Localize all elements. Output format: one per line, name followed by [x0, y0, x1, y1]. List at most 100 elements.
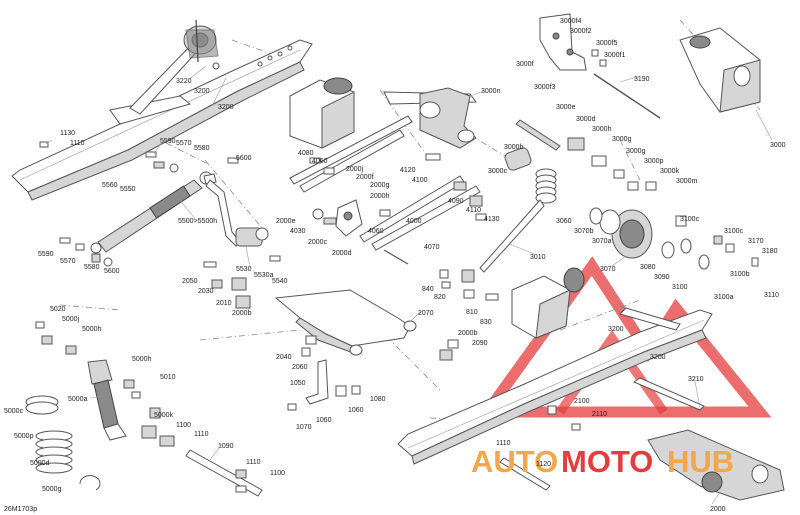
callout-label: 3000c — [488, 168, 508, 175]
callout-label: 3000e — [556, 104, 576, 111]
callout-label: 5600 — [104, 268, 120, 275]
leader-lines — [45, 65, 773, 505]
link-rod-5530 — [205, 179, 269, 247]
center-rods — [289, 115, 487, 265]
callout-label: 1050 — [290, 380, 306, 387]
callout-label: 840 — [422, 286, 434, 293]
callout-label: 2090 — [472, 340, 488, 347]
callout-label: 3000b — [504, 144, 524, 151]
callout-label: 5000k — [154, 412, 174, 419]
callout-label: 4060 — [312, 158, 328, 165]
callout-label: 5000a — [68, 396, 88, 403]
callout-label: 4030 — [290, 228, 306, 235]
shock-absorber-5500 — [90, 171, 217, 254]
callout-label: 2000f — [356, 174, 374, 181]
callout-label: 1100 — [270, 470, 285, 477]
callout-label: 1060 — [316, 417, 332, 424]
callout-label: 3200 — [650, 354, 666, 361]
callout-label: 4110 — [466, 207, 481, 214]
callout-label: 2100 — [574, 398, 590, 405]
gear-housing-lower — [511, 267, 585, 339]
callout-label: 5000p — [14, 433, 34, 440]
diagram-reference-code: 26M1703p — [4, 506, 37, 513]
torsion-springs — [479, 147, 557, 273]
callout-label: 1110 — [194, 431, 209, 438]
callout-label: 1100 — [176, 422, 191, 429]
callout-label: 5550 — [120, 186, 136, 193]
callout-label: 3000 — [770, 142, 786, 149]
callout-label: 3000g — [612, 136, 632, 143]
callout-label: 2000e — [276, 218, 296, 225]
callout-label: 3110 — [764, 292, 779, 299]
callout-label: 5560 — [102, 182, 118, 189]
callout-label: 5570 — [176, 140, 192, 147]
callout-label: 5000c — [4, 408, 24, 415]
callout-label: 4130 — [484, 216, 500, 223]
callout-label: 1090 — [218, 443, 234, 450]
callout-label: 5540 — [272, 278, 288, 285]
callout-label: 4000 — [406, 218, 422, 225]
callout-label: 5600 — [236, 155, 252, 162]
front-arm-assembly — [129, 19, 220, 115]
callout-label: 1110 — [246, 459, 261, 466]
rear-shock-5000 — [25, 321, 263, 497]
rail-holes — [257, 45, 293, 67]
bracket-3000f — [539, 13, 661, 119]
callout-label: 4100 — [412, 177, 428, 184]
callout-label: 3000n — [481, 88, 501, 95]
callout-label: 2000d — [332, 250, 352, 257]
callout-label: 3200 — [194, 88, 210, 95]
callout-label: 3080 — [640, 264, 656, 271]
watermark-word-moto: MOTO — [561, 444, 653, 479]
callout-label: 5010 — [160, 374, 176, 381]
callout-label: 3100c — [680, 216, 700, 223]
housing-3000 — [679, 27, 761, 113]
callout-label: 5580 — [194, 145, 210, 152]
gear-housing-upper — [289, 77, 355, 149]
callout-label: 5000g — [42, 486, 62, 493]
callout-label: 3000f3 — [534, 84, 556, 91]
callout-label: 3000d — [576, 116, 596, 123]
callout-label: 3190 — [634, 76, 650, 83]
callout-label: 3100c — [724, 228, 744, 235]
callout-label: 1120 — [536, 461, 551, 468]
rear-axle-2000 — [647, 429, 785, 501]
callout-label: 3100 — [672, 284, 688, 291]
callout-label: 3000m — [676, 178, 698, 185]
callout-label: 3210 — [688, 376, 704, 383]
watermark-text: AUTO MOTO HUB — [471, 444, 734, 479]
callout-label: 1130 — [60, 130, 75, 137]
callout-label: 3170 — [748, 238, 764, 245]
callout-label: 5020 — [50, 306, 66, 313]
rail-bracket-2100 — [619, 307, 681, 331]
callout-label: 3000f1 — [604, 52, 626, 59]
callout-labels: 3220 3200 3200 1130 1110 5590 5570 5580 … — [4, 18, 786, 513]
callout-label: 4080 — [298, 150, 314, 157]
callout-label: 3000g — [626, 148, 646, 155]
callout-label: 5000j — [62, 316, 80, 323]
callout-label: 5000d — [30, 460, 50, 467]
coil-spring-3060 — [535, 168, 557, 204]
callout-label: 810 — [466, 309, 478, 316]
left-slide-rail — [11, 39, 313, 201]
callout-label: 2000h — [370, 193, 390, 200]
watermark-word-auto: AUTO — [471, 444, 558, 479]
callout-label: 3070b — [574, 228, 594, 235]
callout-label: 3000f2 — [570, 28, 592, 35]
callout-label: 4070 — [424, 244, 440, 251]
callout-label: 5530 — [236, 266, 252, 273]
callout-label: 4090 — [448, 198, 464, 205]
callout-label: 3000f4 — [560, 18, 582, 25]
callout-label: 5000h — [132, 356, 152, 363]
callout-label: 4060 — [368, 228, 384, 235]
bracket-1050 — [287, 359, 361, 411]
callout-label: 5000h — [82, 326, 102, 333]
callout-label: 3000f — [516, 61, 534, 68]
callout-label: 3010 — [530, 254, 546, 261]
watermark-word-hub: HUB — [667, 444, 734, 479]
upper-arm-3000n — [383, 87, 477, 149]
callout-label: 2030 — [198, 288, 214, 295]
callout-label: 2000b — [458, 330, 478, 337]
callout-label: 2000c — [308, 239, 328, 246]
